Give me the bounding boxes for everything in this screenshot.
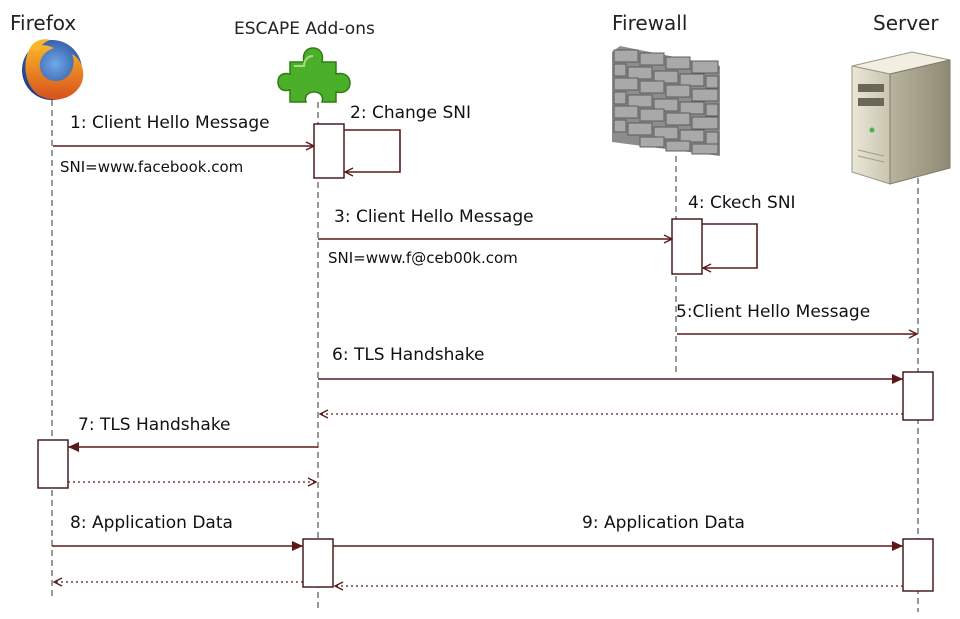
activation-firewall (671, 218, 703, 275)
activation-server-2 (902, 538, 934, 592)
message-3-label: 3: Client Hello Message (334, 207, 534, 227)
participant-label-firefox: Firefox (10, 11, 76, 35)
brick-wall-icon (612, 46, 720, 156)
message-6-label: 6: TLS Handshake (332, 345, 485, 365)
message-8-label: 8: Application Data (70, 513, 233, 533)
message-3-sni: SNI=www.f@ceb00k.com (328, 249, 518, 267)
server-tower-icon (851, 51, 951, 185)
activation-escape-1 (313, 123, 345, 179)
firefox-logo-icon (22, 39, 84, 100)
message-4-arrow (702, 223, 758, 268)
message-4-label: 4: Ckech SNI (688, 193, 796, 213)
participant-label-escape: ESCAPE Add-ons (234, 19, 375, 39)
message-9-label: 9: Application Data (582, 513, 745, 533)
activation-firefox (37, 439, 69, 489)
message-1-label: 1: Client Hello Message (70, 113, 270, 133)
puzzle-piece-icon (277, 47, 351, 103)
participant-label-server: Server (873, 11, 939, 35)
activation-escape-2 (302, 538, 334, 588)
activation-server-1 (902, 371, 934, 421)
message-2-label: 2: Change SNI (350, 103, 471, 123)
message-1-sni: SNI=www.facebook.com (60, 158, 243, 176)
participant-label-firewall: Firewall (612, 11, 687, 35)
message-2-arrow (344, 129, 401, 172)
message-5-label: 5:Client Hello Message (676, 302, 870, 322)
message-7-label: 7: TLS Handshake (78, 415, 231, 435)
